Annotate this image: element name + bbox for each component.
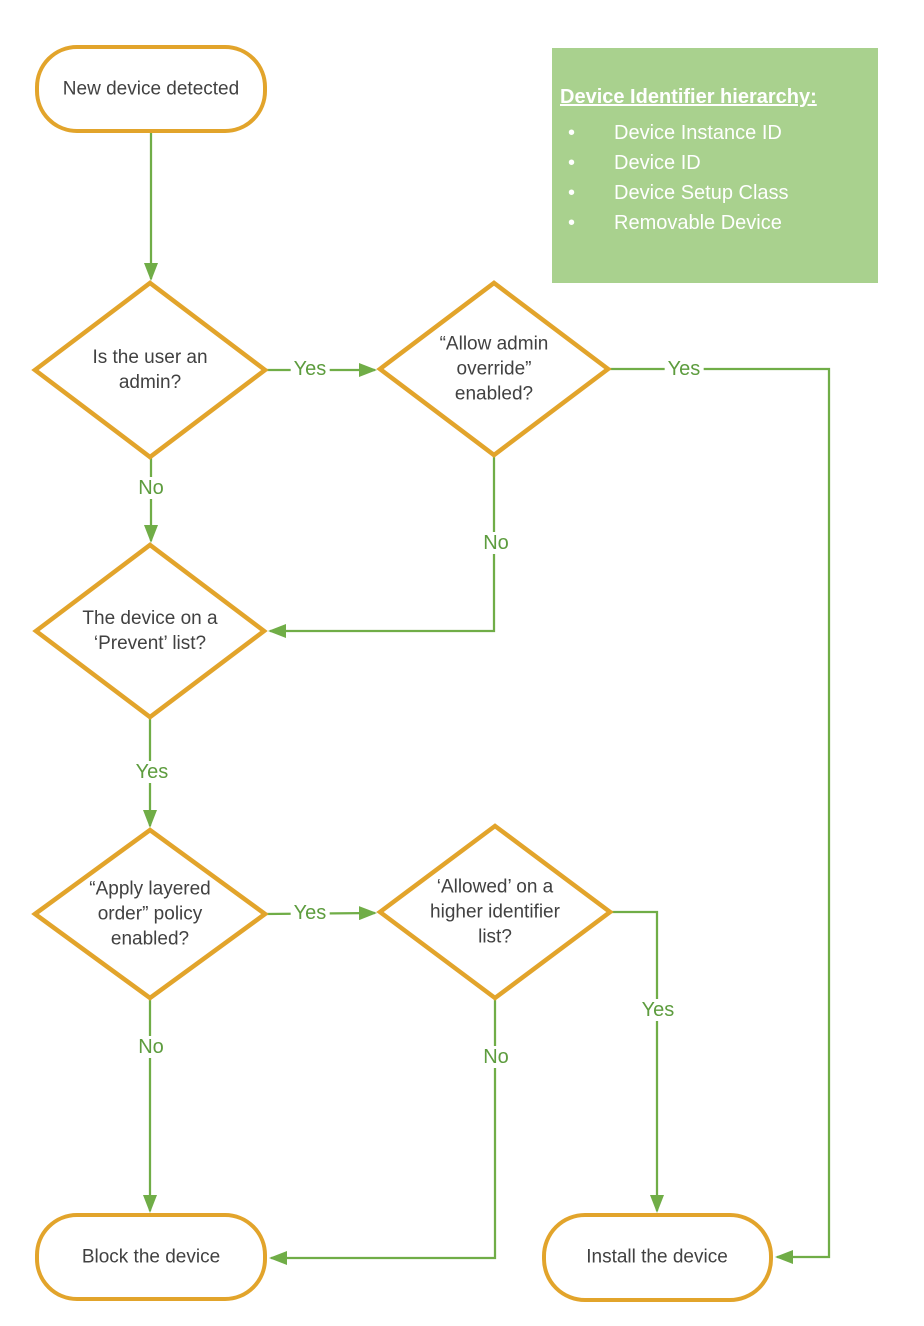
connector-override-yes — [608, 367, 831, 1264]
start-node-shape — [35, 45, 267, 133]
legend-item-label: Removable Device — [614, 212, 782, 234]
legend-list: • Device Instance ID • Device ID • Devic… — [560, 118, 870, 238]
block-node-shape — [35, 1213, 267, 1301]
layered-diamond — [31, 827, 269, 1001]
install-node-shape — [542, 1213, 773, 1302]
admin-diamond — [31, 280, 269, 460]
legend-item: • Device ID — [560, 148, 870, 178]
override-diamond — [376, 280, 612, 458]
connector-allowed-no — [269, 998, 497, 1265]
connector-override-no — [268, 455, 496, 638]
legend-item-label: Device Setup Class — [614, 182, 789, 204]
bullet-icon: • — [568, 122, 576, 144]
bullet-icon: • — [568, 182, 576, 204]
connector-layered-yes — [264, 906, 377, 921]
connector-allowed-yes — [610, 910, 664, 1213]
legend-title: Device Identifier hierarchy: — [560, 86, 817, 108]
legend-item: • Device Setup Class — [560, 178, 870, 208]
legend-item-label: Device ID — [614, 152, 701, 174]
bullet-icon: • — [568, 152, 576, 174]
legend-box: Device Identifier hierarchy: • Device In… — [552, 48, 878, 283]
legend-item: • Device Instance ID — [560, 118, 870, 148]
allowed-diamond — [376, 823, 614, 1001]
bullet-icon: • — [568, 212, 576, 234]
legend-item: • Removable Device — [560, 208, 870, 238]
legend-item-label: Device Instance ID — [614, 122, 782, 144]
prevent-diamond — [32, 542, 268, 720]
